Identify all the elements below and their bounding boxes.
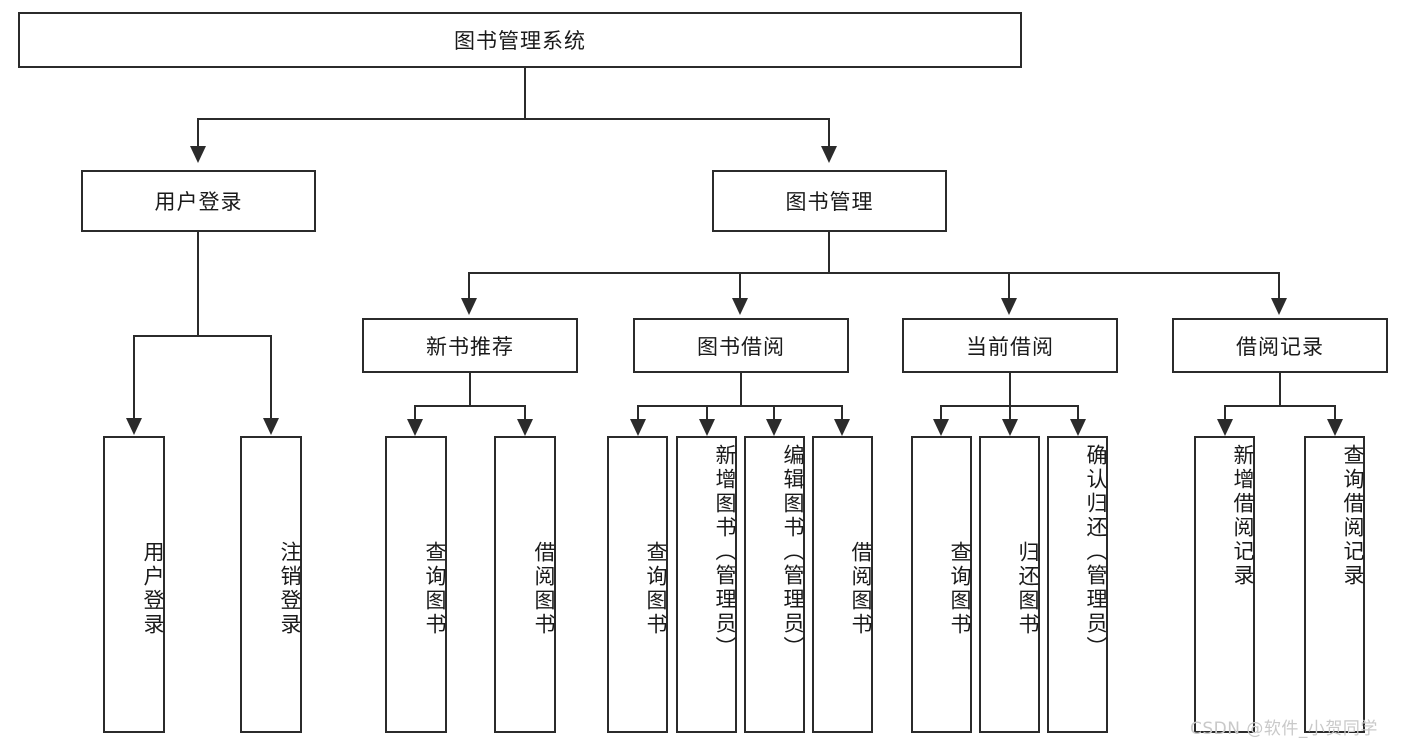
edge-bm-to-new-book [468, 272, 470, 298]
edge-root-to-user-login [197, 118, 199, 146]
node-label: 归还图书 [1016, 540, 1040, 637]
leaf-user-login-0[interactable]: 用户登录 [103, 436, 165, 733]
edge-book-borrow-to-leaf-3 [841, 405, 843, 419]
node-user-login[interactable]: 用户登录 [81, 170, 316, 232]
edge-user-login-stem [197, 232, 199, 335]
edge-bm-to-current-borrow [1008, 272, 1010, 298]
arrow-borrow-record-to-leaf-0 [1217, 419, 1233, 436]
node-new-book-recommend[interactable]: 新书推荐 [362, 318, 578, 373]
node-label: 图书管理 [785, 190, 874, 214]
node-label: 确认归还（管理员） [1084, 444, 1108, 660]
leaf-borrow-record-0[interactable]: 新增借阅记录 [1194, 436, 1255, 733]
leaf-book-borrow-3[interactable]: 借阅图书 [812, 436, 873, 733]
edge-book-management-bus [468, 272, 1280, 274]
edge-new-book-stem [469, 373, 471, 405]
node-book-borrow[interactable]: 图书借阅 [633, 318, 849, 373]
node-root-book-management-system[interactable]: 图书管理系统 [18, 12, 1022, 68]
edge-current-borrow-to-leaf-0 [940, 405, 942, 419]
edge-user-login-bus [133, 335, 271, 337]
arrow-book-borrow-to-leaf-2 [766, 419, 782, 436]
edge-book-borrow-bus [637, 405, 843, 407]
edge-borrow-record-bus [1224, 405, 1335, 407]
leaf-book-borrow-0[interactable]: 查询图书 [607, 436, 668, 733]
leaf-current-borrow-0[interactable]: 查询图书 [911, 436, 972, 733]
node-current-borrow[interactable]: 当前借阅 [902, 318, 1118, 373]
arrow-root-to-book-management [821, 146, 837, 163]
leaf-current-borrow-1[interactable]: 归还图书 [979, 436, 1040, 733]
edge-bm-to-book-borrow [739, 272, 741, 298]
edge-new-book-bus [414, 405, 525, 407]
node-label: 用户登录 [141, 540, 165, 637]
node-label: 用户登录 [154, 190, 243, 214]
node-label: 查询图书 [948, 540, 972, 637]
node-label: 新增借阅记录 [1231, 444, 1255, 588]
node-label: 注销登录 [278, 540, 302, 637]
edge-user-login-to-leaf-1 [270, 335, 272, 418]
leaf-new-book-1[interactable]: 借阅图书 [494, 436, 556, 733]
leaf-user-login-1[interactable]: 注销登录 [240, 436, 302, 733]
node-label: 新增图书（管理员） [713, 444, 737, 660]
arrow-book-borrow-to-leaf-1 [699, 419, 715, 436]
edge-current-borrow-to-leaf-2 [1077, 405, 1079, 419]
node-label: 查询图书 [644, 540, 668, 637]
edge-current-borrow-stem [1009, 373, 1011, 405]
edge-book-borrow-to-leaf-2 [773, 405, 775, 419]
arrow-book-borrow-to-leaf-3 [834, 419, 850, 436]
node-label: 查询借阅记录 [1341, 444, 1365, 588]
node-label: 新书推荐 [426, 334, 514, 359]
node-label: 借阅图书 [849, 540, 873, 637]
edge-borrow-record-to-leaf-0 [1224, 405, 1226, 419]
arrow-current-borrow-to-leaf-2 [1070, 419, 1086, 436]
arrow-root-to-user-login [190, 146, 206, 163]
leaf-borrow-record-1[interactable]: 查询借阅记录 [1304, 436, 1365, 733]
edge-book-management-stem [828, 232, 830, 272]
leaf-current-borrow-2[interactable]: 确认归还（管理员） [1047, 436, 1108, 733]
arrow-bm-to-new-book [461, 298, 477, 315]
edge-user-login-to-leaf-0 [133, 335, 135, 418]
arrow-book-borrow-to-leaf-0 [630, 419, 646, 436]
node-label: 图书借阅 [697, 334, 785, 359]
edge-new-book-to-leaf-1 [524, 405, 526, 419]
edge-book-borrow-to-leaf-1 [706, 405, 708, 419]
edge-new-book-to-leaf-0 [414, 405, 416, 419]
arrow-bm-to-borrow-record [1271, 298, 1287, 315]
arrow-borrow-record-to-leaf-1 [1327, 419, 1343, 436]
node-book-management[interactable]: 图书管理 [712, 170, 947, 232]
leaf-new-book-0[interactable]: 查询图书 [385, 436, 447, 733]
edge-root-stem [524, 68, 526, 118]
node-label: 查询图书 [423, 540, 447, 637]
node-label: 借阅记录 [1236, 334, 1324, 359]
edge-book-borrow-to-leaf-0 [637, 405, 639, 419]
node-label: 图书管理系统 [454, 29, 586, 53]
arrow-bm-to-book-borrow [732, 298, 748, 315]
edge-book-borrow-stem [740, 373, 742, 405]
edge-bm-to-borrow-record [1278, 272, 1280, 298]
arrow-new-book-to-leaf-1 [517, 419, 533, 436]
edge-borrow-record-to-leaf-1 [1334, 405, 1336, 419]
node-label: 编辑图书（管理员） [781, 444, 805, 660]
arrow-bm-to-current-borrow [1001, 298, 1017, 315]
csdn-watermark: CSDN @软件_小贺同学 [1190, 719, 1378, 739]
edge-root-bus [197, 118, 829, 120]
edge-root-to-book-management [828, 118, 830, 146]
arrow-current-borrow-to-leaf-1 [1002, 419, 1018, 436]
edge-borrow-record-stem [1279, 373, 1281, 405]
leaf-book-borrow-1[interactable]: 新增图书（管理员） [676, 436, 737, 733]
node-borrow-record[interactable]: 借阅记录 [1172, 318, 1388, 373]
node-label: 借阅图书 [532, 540, 556, 637]
leaf-book-borrow-2[interactable]: 编辑图书（管理员） [744, 436, 805, 733]
edge-current-borrow-to-leaf-1 [1009, 405, 1011, 419]
arrow-user-login-to-leaf-1 [263, 418, 279, 435]
arrow-new-book-to-leaf-0 [407, 419, 423, 436]
node-label: 当前借阅 [966, 334, 1054, 359]
arrow-user-login-to-leaf-0 [126, 418, 142, 435]
arrow-current-borrow-to-leaf-0 [933, 419, 949, 436]
